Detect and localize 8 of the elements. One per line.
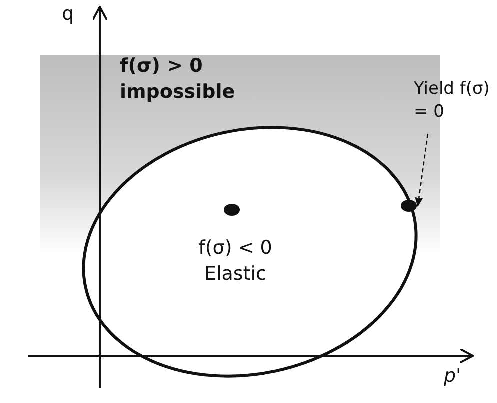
annotation-text: Yield f(σ) = 0 — [414, 78, 490, 124]
axis-label: p' — [444, 364, 462, 389]
leader-arrow — [415, 134, 429, 207]
region-label: f(σ) > 0 impossible — [120, 54, 236, 105]
point-dot — [401, 200, 417, 212]
axis-label: q — [62, 2, 76, 27]
point-dot — [224, 204, 240, 216]
region-label: f(σ) < 0 Elastic — [198, 236, 274, 287]
